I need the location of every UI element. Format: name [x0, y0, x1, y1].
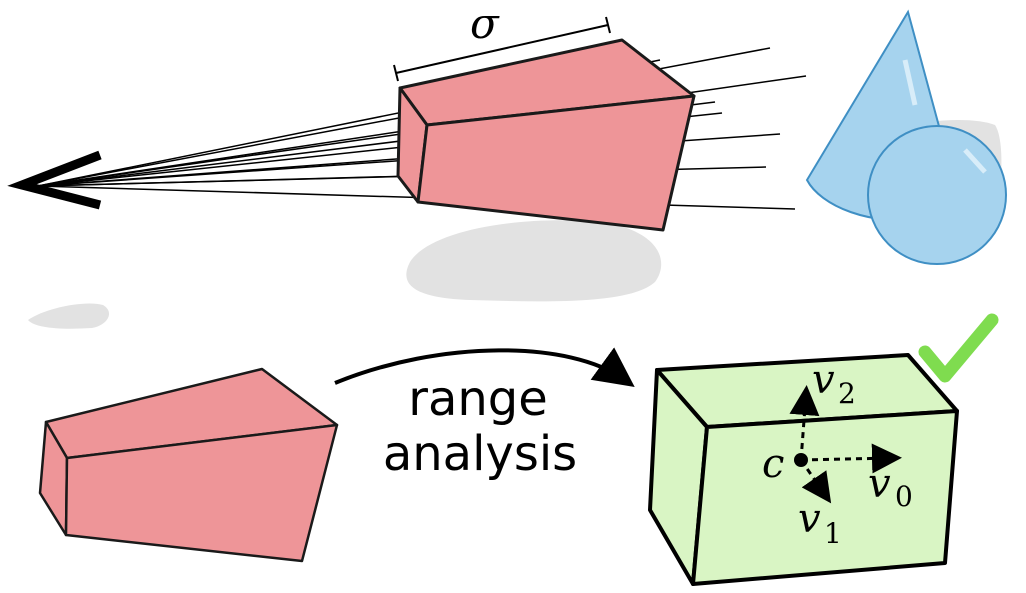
frustum-bottom — [38, 367, 339, 563]
v1-label: v — [798, 496, 821, 542]
vector-v2 — [789, 385, 820, 461]
vector-v1 — [799, 459, 832, 504]
range-arrow — [334, 347, 635, 388]
range-label: range — [408, 371, 548, 427]
sphere-highlight — [963, 148, 987, 174]
v1-subscript: 1 — [824, 517, 842, 550]
c-label: c — [762, 441, 784, 487]
frustum-top — [396, 38, 696, 232]
shadow-large — [406, 220, 662, 302]
cone-highlight — [902, 59, 918, 106]
v2-subscript: 2 — [838, 377, 856, 410]
sigma-bracket — [393, 16, 611, 82]
shadow-small — [28, 303, 110, 329]
sphere — [867, 125, 1007, 265]
arrowhead-icon — [7, 150, 102, 210]
v0-subscript: 0 — [895, 480, 913, 513]
v0-label: v — [868, 461, 891, 507]
check-icon — [918, 313, 999, 383]
v2-label: v — [812, 357, 835, 403]
sigma-label: σ — [470, 0, 500, 48]
analysis-label: analysis — [383, 426, 577, 482]
vector-v0 — [800, 443, 902, 474]
bounding-box — [648, 353, 959, 586]
